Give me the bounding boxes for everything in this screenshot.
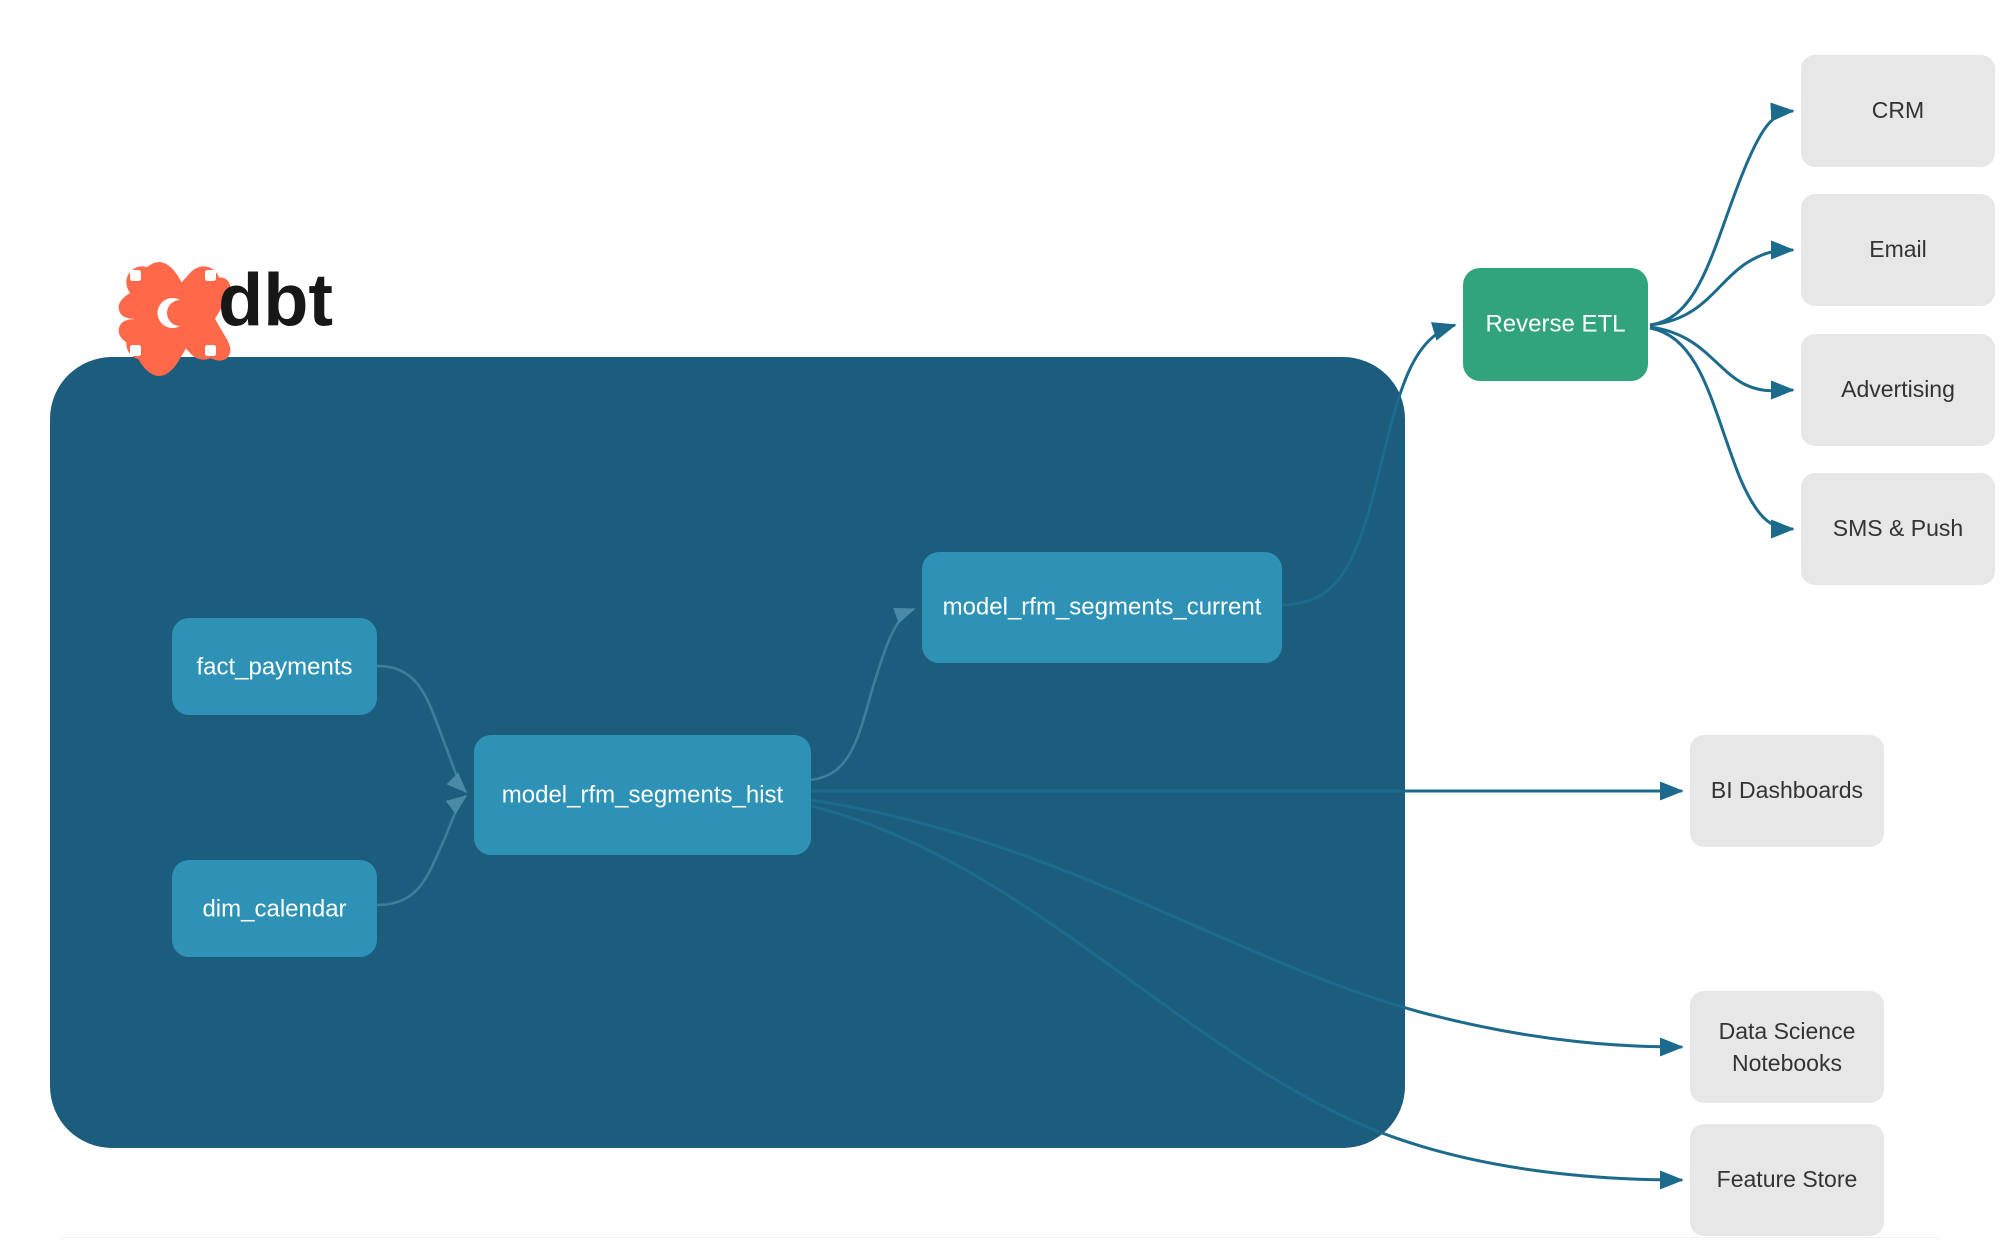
model-node-label: model_rfm_segments_hist — [502, 781, 784, 808]
model-node-model-rfm-segments-current[interactable]: model_rfm_segments_current — [922, 552, 1282, 663]
edge-hist-to-current — [810, 607, 916, 782]
edge-hist-to-data-science-notebooks — [810, 798, 1684, 1057]
model-node-dim-calendar[interactable]: dim_calendar — [172, 860, 377, 957]
dbt-logo: dbt — [118, 259, 333, 376]
inner-edges — [376, 607, 916, 907]
edge-dim-calendar-to-hist — [376, 794, 468, 907]
external-node-label: BI Dashboards — [1711, 777, 1863, 803]
model-nodes: fact_payments dim_calendar model_rfm_seg… — [172, 552, 1282, 957]
external-node-advertising[interactable]: Advertising — [1801, 334, 1995, 446]
external-node-label-line2: Notebooks — [1732, 1050, 1842, 1076]
model-node-label: fact_payments — [196, 653, 352, 680]
external-target-nodes: CRM Email Advertising SMS & Push BI Dash… — [1690, 55, 1995, 1236]
dbt-logo-mark-icon — [118, 262, 231, 376]
edge-reverse-etl-to-crm — [1649, 102, 1795, 327]
edge-reverse-etl-to-advertising — [1649, 325, 1795, 400]
external-node-crm[interactable]: CRM — [1801, 55, 1995, 167]
reverse-etl-label: Reverse ETL — [1485, 310, 1625, 337]
dbt-wordmark: dbt — [218, 259, 333, 342]
model-node-label: model_rfm_segments_current — [943, 593, 1262, 620]
external-node-sms-push[interactable]: SMS & Push — [1801, 473, 1995, 585]
external-node-label: Email — [1869, 236, 1927, 262]
edge-fact-payments-to-hist — [376, 664, 468, 794]
reverse-etl-node[interactable]: Reverse ETL — [1463, 268, 1648, 381]
model-node-label: dim_calendar — [202, 895, 346, 922]
bottom-divider — [60, 1237, 1940, 1238]
model-node-fact-payments[interactable]: fact_payments — [172, 618, 377, 715]
model-node-model-rfm-segments-hist[interactable]: model_rfm_segments_hist — [474, 735, 811, 855]
external-node-data-science-notebooks[interactable]: Data Science Notebooks — [1690, 991, 1884, 1103]
external-node-email[interactable]: Email — [1801, 194, 1995, 306]
edge-reverse-etl-to-email — [1649, 240, 1795, 327]
edge-hist-to-feature-store — [810, 804, 1684, 1190]
external-node-bi-dashboards[interactable]: BI Dashboards — [1690, 735, 1884, 847]
external-node-label: Feature Store — [1717, 1166, 1858, 1192]
external-edges — [810, 102, 1795, 1190]
external-node-label: Advertising — [1841, 376, 1955, 402]
external-node-feature-store[interactable]: Feature Store — [1690, 1124, 1884, 1236]
external-node-label-line1: Data Science — [1719, 1018, 1856, 1044]
edge-reverse-etl-to-sms-push — [1649, 326, 1795, 539]
edge-current-to-reverse-etl — [1281, 322, 1457, 607]
external-node-label: SMS & Push — [1833, 515, 1963, 541]
external-node-label: CRM — [1872, 97, 1924, 123]
